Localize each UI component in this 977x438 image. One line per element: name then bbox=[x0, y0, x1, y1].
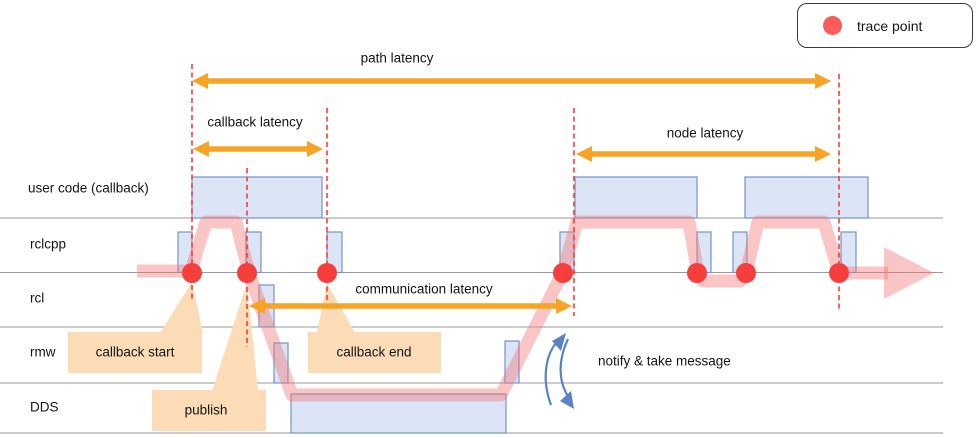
take-down-arrow bbox=[559, 338, 570, 399]
latency-arrows bbox=[192, 73, 831, 314]
callback-latency-label: callback latency bbox=[207, 114, 303, 130]
communication-latency-label: communication latency bbox=[355, 281, 493, 297]
message-flow-path bbox=[137, 215, 934, 402]
notify-arrows bbox=[544, 333, 574, 409]
publish-callout bbox=[152, 390, 266, 431]
take-down-arrowhead-icon bbox=[560, 391, 574, 409]
dds-block bbox=[290, 393, 507, 434]
trace-point-dot bbox=[182, 263, 202, 283]
callback-latency-arrow bbox=[193, 141, 323, 157]
user-code-block bbox=[191, 176, 323, 219]
rmw-block bbox=[273, 342, 289, 384]
notify-take-message-label: notify & take message bbox=[598, 353, 731, 369]
trace-points bbox=[182, 263, 849, 283]
rmw-block bbox=[504, 340, 520, 384]
lane-label-rmw: rmw bbox=[30, 344, 56, 360]
callback-start-pointer bbox=[160, 282, 203, 333]
user-code-block bbox=[744, 176, 869, 219]
legend-label: trace point bbox=[857, 17, 923, 34]
execution-blocks bbox=[177, 176, 869, 434]
lane-label-dds: DDS bbox=[30, 399, 59, 415]
notify-up-arrowhead-icon bbox=[552, 333, 566, 351]
lane-label-rclcpp: rclcpp bbox=[30, 236, 67, 252]
path-latency-label: path latency bbox=[360, 50, 434, 66]
trace-point-dot bbox=[553, 263, 573, 283]
callback-start-label: callback start bbox=[95, 344, 175, 360]
message-flow-line bbox=[137, 215, 888, 402]
trace-point-dot bbox=[829, 263, 849, 283]
trace-point-legend-icon bbox=[823, 16, 842, 35]
legend: trace point bbox=[797, 3, 973, 48]
callout-shapes bbox=[68, 282, 441, 431]
trace-point-dot bbox=[736, 263, 756, 283]
message-flow-arrowhead-icon bbox=[884, 247, 934, 299]
user-code-block bbox=[574, 176, 698, 219]
path-latency-arrow bbox=[192, 73, 831, 89]
trace-point-dot bbox=[237, 263, 257, 283]
publish-pointer bbox=[212, 283, 258, 391]
callback-end-label: callback end bbox=[336, 344, 412, 360]
node-latency-arrow bbox=[576, 146, 831, 162]
callback-end-callout bbox=[308, 332, 441, 373]
publish-label: publish bbox=[184, 402, 228, 418]
communication-latency-arrow bbox=[249, 298, 572, 314]
trace-point-dot bbox=[317, 263, 337, 283]
trace-point-dot bbox=[687, 263, 707, 283]
callback-start-callout bbox=[68, 332, 202, 373]
lane-label-rcl: rcl bbox=[30, 290, 45, 306]
node-latency-label: node latency bbox=[666, 125, 744, 141]
lane-label-user-code: user code (callback) bbox=[28, 180, 149, 196]
notify-up-arrow bbox=[544, 339, 560, 406]
